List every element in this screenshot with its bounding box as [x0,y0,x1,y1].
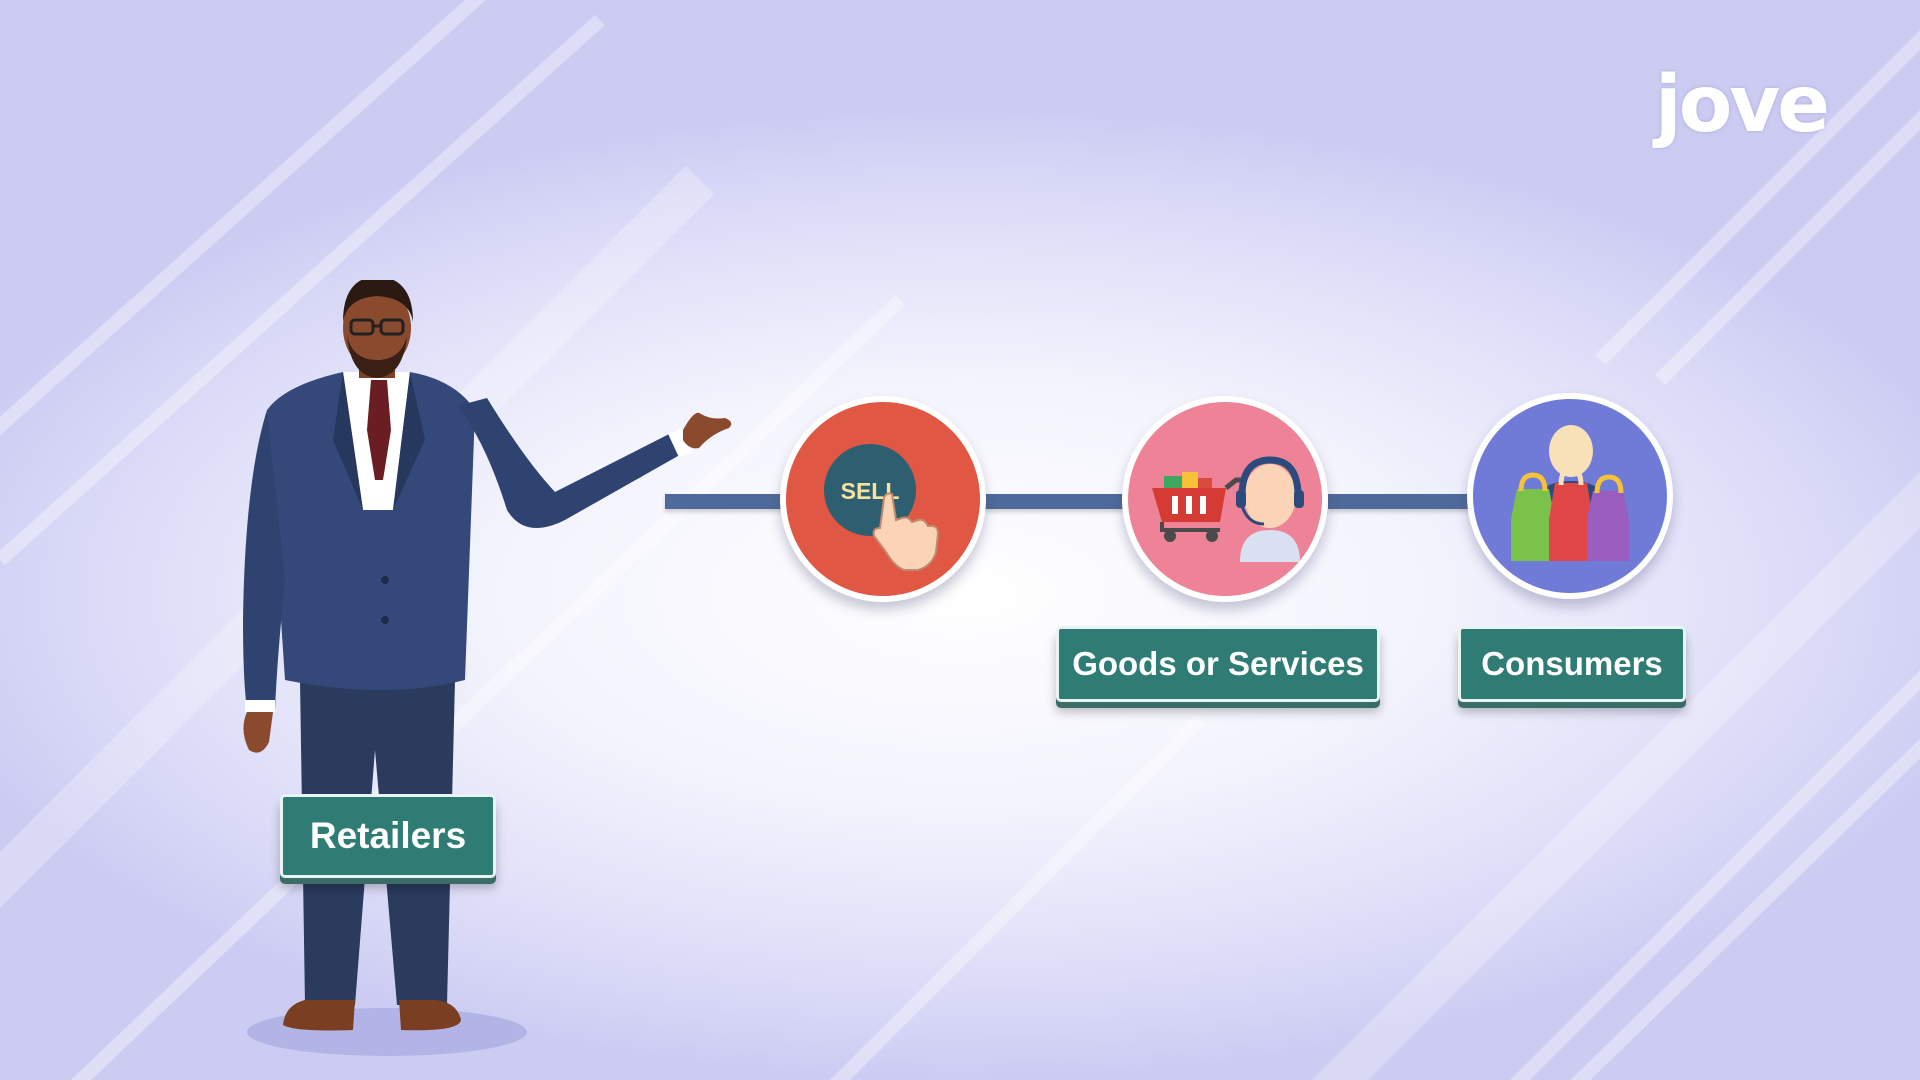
consumers-label: Consumers [1458,626,1686,702]
sell-node-circle: SELL [786,402,980,596]
goods-node [1122,396,1328,602]
goods-node-circle [1128,402,1322,596]
goods-or-services-label: Goods or Services [1056,626,1380,702]
consumers-node-circle [1473,399,1667,593]
connector-line-3 [1328,494,1470,509]
consumers-node [1467,393,1673,599]
logo-text: jove [1655,60,1830,150]
retailers-label: Retailers [280,794,496,878]
sell-node: SELL [780,396,986,602]
connector-line-1 [665,494,785,509]
shopping-cart-support-agent-icon [1152,456,1304,562]
presenter-figure [243,280,732,1056]
sell-button-icon: SELL [824,444,940,571]
jove-logo: jove [1655,60,1830,150]
shopper-with-bags-icon [1511,425,1629,561]
connector-line-2 [985,494,1125,509]
